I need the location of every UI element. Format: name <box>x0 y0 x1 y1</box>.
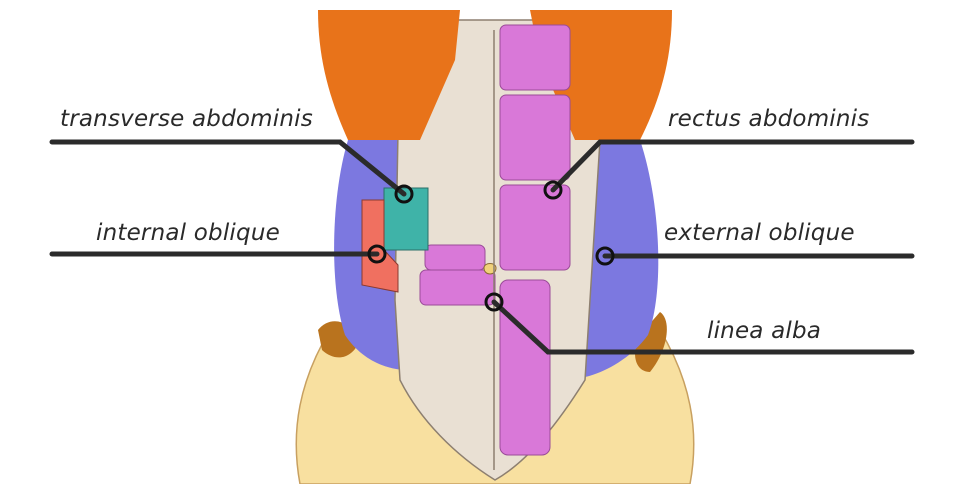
label-external-oblique: external oblique <box>664 220 855 246</box>
label-rectus-abdominis: rectus abdominis <box>668 106 869 132</box>
label-linea-alba: linea alba <box>707 318 821 344</box>
transverse-abdominis-region <box>384 188 428 250</box>
label-internal-oblique: internal oblique <box>96 220 280 246</box>
label-transverse-abdominis: transverse abdominis <box>60 106 313 132</box>
